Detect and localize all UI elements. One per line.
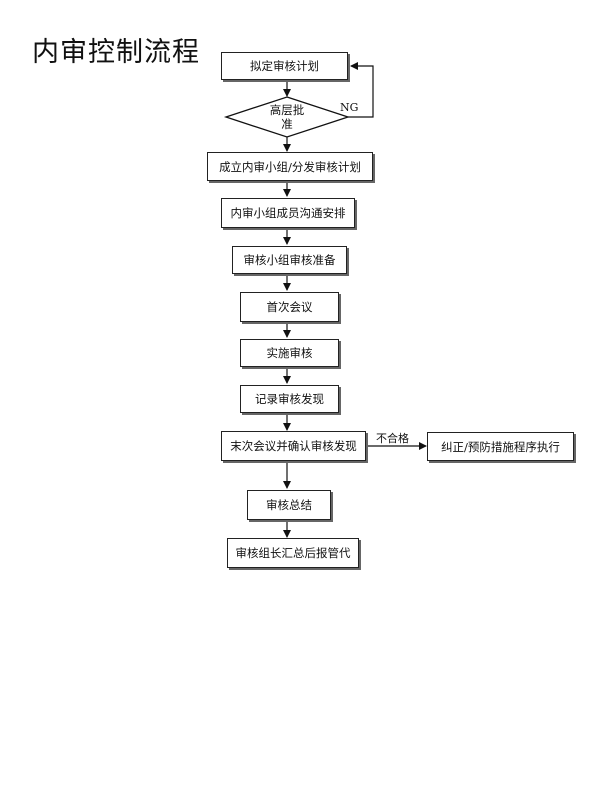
node-communicate: 内审小组成员沟通安排 (221, 198, 355, 228)
page-title: 内审控制流程 (32, 37, 200, 68)
approval-decision-diamond (223, 96, 351, 138)
node-corrective: 纠正/预防措施程序执行 (427, 432, 574, 461)
node-approval-line1: 高层批 (269, 103, 305, 117)
node-implement: 实施审核 (240, 339, 339, 367)
node-report: 审核组长汇总后报管代 (227, 538, 359, 568)
node-record: 记录审核发现 (240, 385, 339, 413)
node-approval: 高层批 准 (257, 103, 317, 131)
node-last-meeting: 末次会议并确认审核发现 (221, 431, 366, 461)
node-prepare: 审核小组审核准备 (232, 246, 347, 274)
node-summary: 审核总结 (247, 490, 331, 520)
node-plan: 拟定审核计划 (221, 52, 348, 80)
edge-label-ng: NG (340, 101, 359, 114)
edge-label-nonconforming: 不合格 (376, 432, 409, 445)
node-team: 成立内审小组/分发审核计划 (207, 152, 373, 181)
node-approval-line2: 准 (281, 117, 293, 131)
node-first-meeting: 首次会议 (240, 292, 339, 322)
